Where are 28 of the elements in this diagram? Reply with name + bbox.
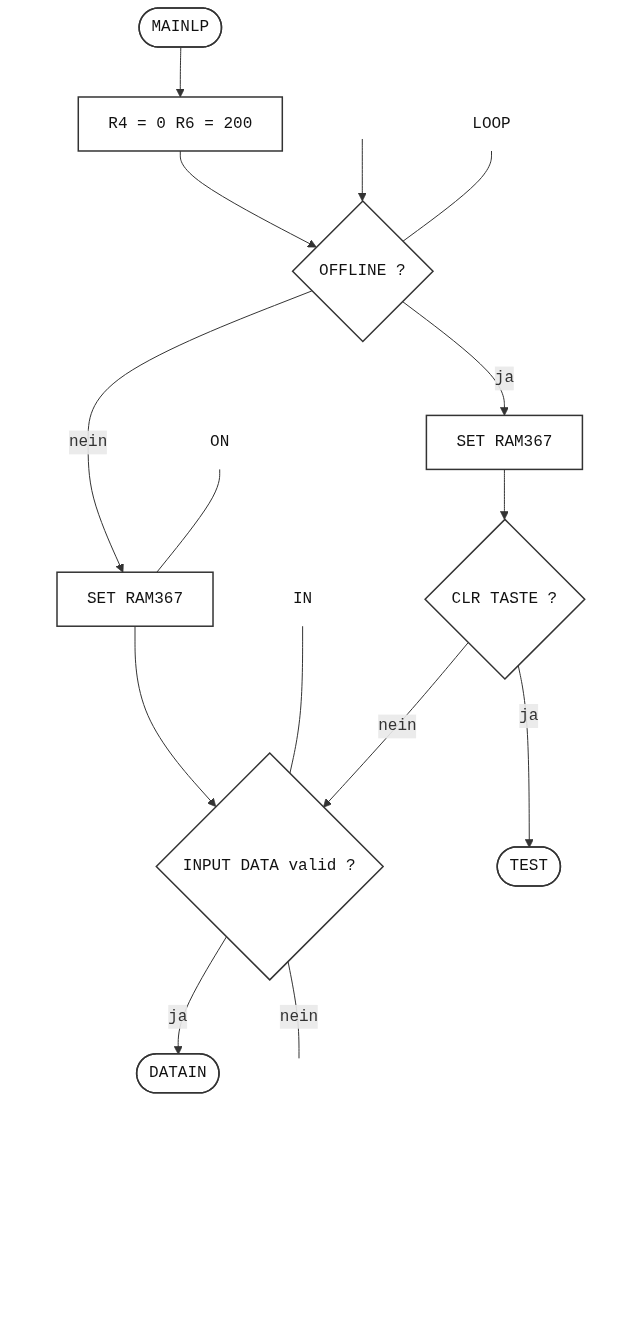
arrow	[357, 138, 367, 202]
arrow	[499, 468, 509, 520]
edge-label: nein	[279, 1007, 318, 1026]
connector	[288, 625, 303, 775]
edge-label: nein	[377, 717, 417, 736]
arrow	[173, 936, 227, 1055]
node-text: ON	[209, 433, 229, 452]
connector	[401, 150, 492, 242]
node-box: SET RAM367	[55, 571, 214, 627]
edge-label: ja	[518, 707, 539, 726]
arrow	[179, 150, 317, 248]
arrow	[134, 625, 216, 807]
connector	[155, 468, 220, 573]
edge-label: nein	[68, 433, 107, 452]
arrow	[322, 642, 469, 808]
edge-label: ja	[167, 1007, 188, 1026]
arrow	[517, 664, 534, 848]
node-box: SET RAM367	[425, 414, 583, 471]
node-text: LOOP	[471, 115, 511, 133]
node-diamond: OFFLINE ?	[291, 199, 434, 343]
node-text: IN	[292, 590, 312, 609]
arrow	[401, 300, 509, 416]
node-diamond: CLR TASTE ?	[423, 518, 586, 681]
edge-label: ja	[494, 369, 514, 388]
arrow	[175, 47, 185, 98]
node-diamond: INPUT DATA valid ?	[154, 751, 384, 981]
node-box: R4 = 0 R6 = 200	[77, 96, 283, 152]
arrow	[87, 290, 312, 573]
